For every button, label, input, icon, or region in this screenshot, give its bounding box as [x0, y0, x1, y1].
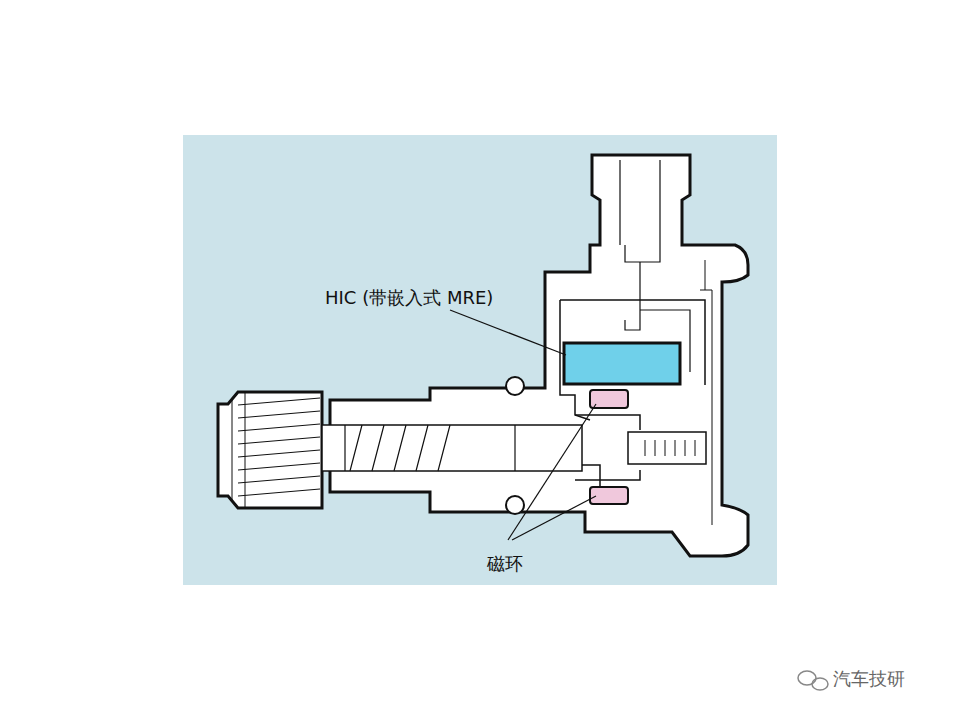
gear-teeth: [232, 392, 320, 508]
housing-wall: [700, 260, 712, 525]
background-panel: [183, 135, 777, 585]
leader-line: [512, 496, 596, 540]
drive-gear: [218, 392, 322, 508]
part-label: 磁环: [487, 552, 523, 576]
watermark: 汽车技研: [833, 667, 905, 691]
bearing: [628, 432, 706, 464]
inner-cavity: [560, 300, 705, 420]
part-label: HIC (带嵌入式 MRE): [325, 286, 493, 310]
hic-chip: [564, 343, 680, 384]
o-ring: [506, 496, 524, 514]
shaft: [322, 425, 582, 471]
watermark-icon: [798, 671, 828, 690]
spring: [645, 440, 695, 456]
connector-inner: [620, 160, 660, 262]
sensor-housing: [330, 155, 748, 556]
leader-line: [450, 310, 566, 355]
worm-helix: [345, 425, 515, 471]
o-ring: [506, 377, 524, 395]
leader-line: [508, 404, 596, 540]
